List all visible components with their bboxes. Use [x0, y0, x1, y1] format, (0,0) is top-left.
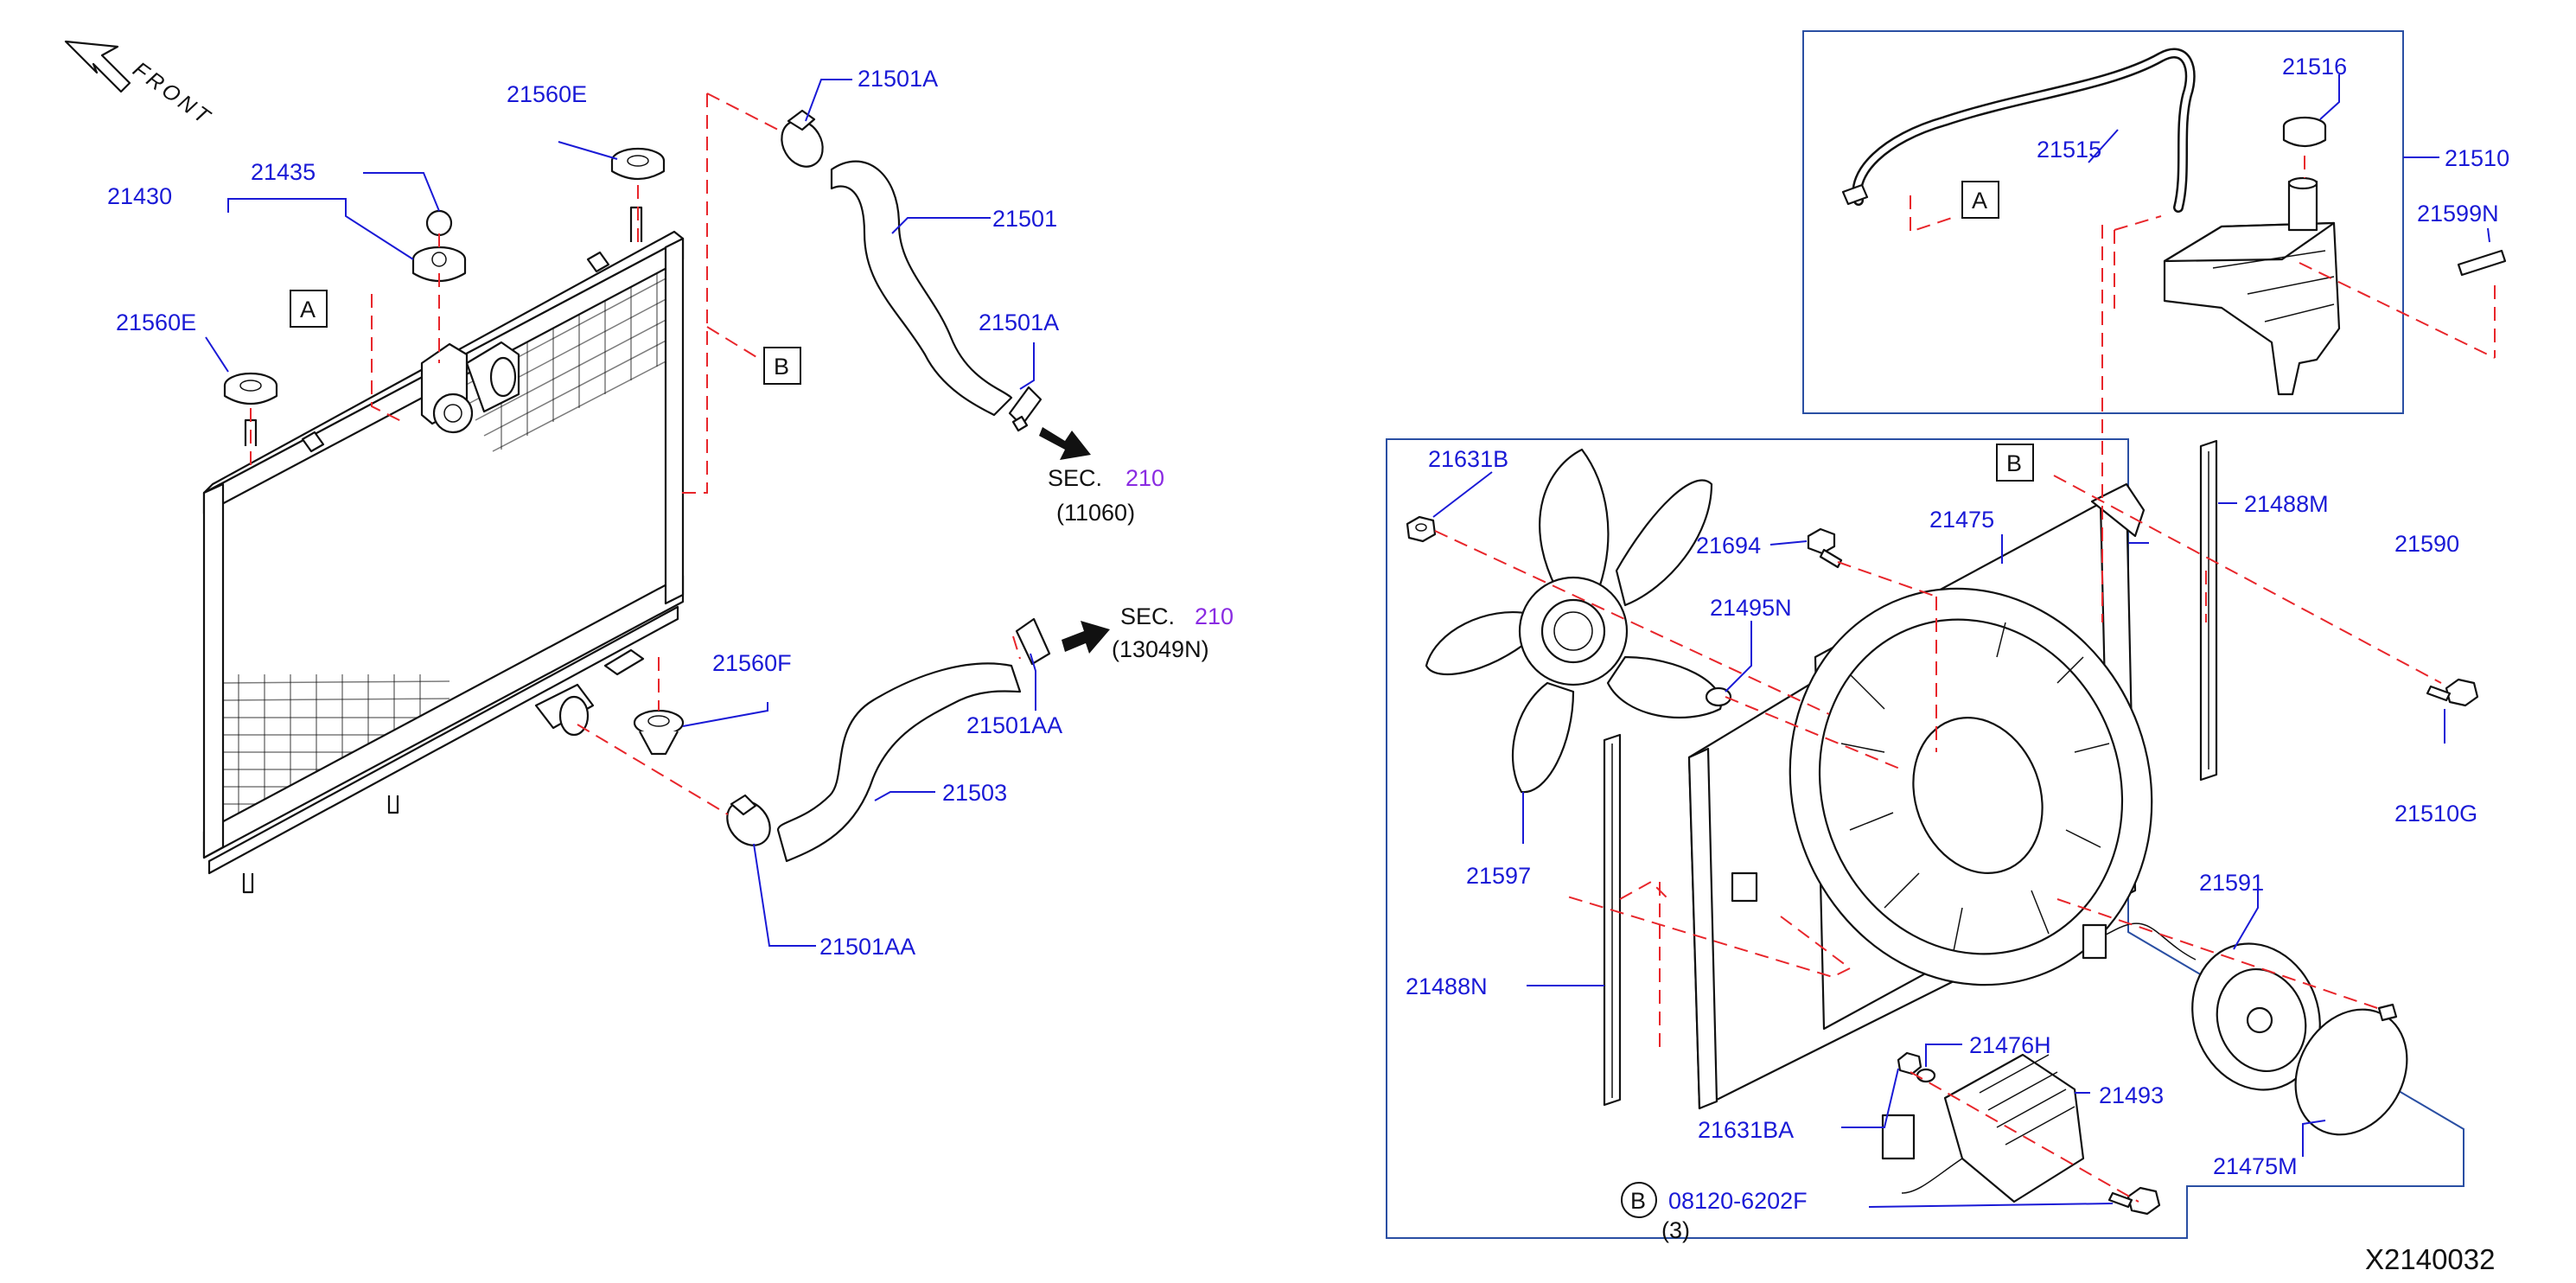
grommet-21560f: [633, 709, 685, 756]
bolt-marker-circle: [1621, 1182, 1657, 1218]
callout-21590: 21590: [2394, 531, 2459, 557]
callout-21501a-mid: 21501A: [979, 310, 1059, 335]
lower-hose: [776, 662, 1022, 863]
radiator: [202, 206, 685, 894]
sec-ref-lower-number[interactable]: 210: [1195, 603, 1234, 629]
callout-21516: 21516: [2282, 54, 2347, 80]
callout-21475: 21475: [1929, 507, 1994, 533]
bolt-quantity: (3): [1661, 1217, 1690, 1243]
callout-21475m: 21475M: [2213, 1153, 2298, 1179]
bolt-marker-letter: B: [1630, 1188, 1646, 1214]
callout-21501aa-bottom: 21501AA: [819, 934, 915, 960]
callout-21435: 21435: [251, 159, 316, 185]
callout-21597: 21597: [1466, 863, 1531, 889]
fan-motor-cover: [2294, 1003, 2408, 1136]
callout-21503: 21503: [942, 780, 1007, 806]
clamp-21501aa-top: [1015, 617, 1051, 666]
marker-b-left-box: [763, 347, 801, 385]
callout-21631b: 21631B: [1428, 446, 1508, 472]
grommet-21560e-top: [610, 147, 666, 180]
callout-21510g: 21510G: [2394, 801, 2477, 827]
callout-21560e-top: 21560E: [507, 81, 587, 107]
callout-21476h: 21476H: [1969, 1032, 2051, 1058]
nut-21631b: [1406, 515, 1437, 543]
overflow-hose: [1852, 48, 2196, 213]
marker-a-tank: A: [1972, 188, 1987, 214]
callout-21560f: 21560F: [712, 650, 792, 676]
front-arrow-icon: [64, 40, 131, 93]
callout-21631ba: 21631BA: [1698, 1117, 1794, 1143]
leaders-fan: [1432, 471, 2445, 1208]
phantom-lines-reservoir: [1910, 156, 2496, 359]
reservoir-group-frame: [1802, 30, 2404, 414]
seal-21488n: [1603, 733, 1622, 1107]
marker-a-left-box: [290, 290, 328, 328]
reservoir-tank: [2163, 176, 2341, 396]
upper-hose: [830, 160, 1013, 417]
grommet-21560e-left: [223, 372, 278, 405]
callout-21488m: 21488M: [2244, 491, 2329, 517]
sec-ref-lower-prefix: SEC.: [1120, 603, 1175, 629]
fan-shroud: [1687, 482, 2153, 1110]
callout-21495n: 21495N: [1710, 595, 1792, 621]
callout-21493: 21493: [2099, 1082, 2164, 1108]
bolt-21510g: [2426, 678, 2479, 707]
caution-label: [2457, 249, 2507, 277]
callout-21694: 21694: [1696, 533, 1761, 559]
clip-21476h: [1916, 1068, 1936, 1083]
callout-21488n: 21488N: [1406, 973, 1488, 999]
sec-ref-upper-sub: (11060): [1056, 500, 1135, 526]
diagram-code: X2140032: [2365, 1243, 2495, 1275]
sec-ref-upper-prefix: SEC.: [1048, 465, 1102, 491]
callout-08120-6202f: 08120-6202F: [1668, 1188, 1808, 1214]
sec-arrow-upper-icon: [1039, 427, 1091, 460]
fan-resistor: [1881, 1053, 2085, 1203]
fan-motor: [2082, 922, 2321, 1091]
seal-21488m: [2199, 439, 2218, 782]
reservoir-cap: [2282, 116, 2327, 148]
clamp-21501aa-bottom: [726, 794, 771, 846]
marker-a-tank-box: [1961, 181, 1999, 219]
callout-21515: 21515: [2037, 137, 2101, 163]
sec-ref-lower-sub: (13049N): [1112, 636, 1209, 662]
callout-21430: 21430: [107, 183, 172, 209]
callout-21501: 21501: [992, 206, 1057, 232]
washer-21495n: [1705, 686, 1732, 707]
cooling-fan-blade: [1425, 448, 1723, 794]
sec-ref-upper-number[interactable]: 210: [1125, 465, 1164, 491]
marker-b-left: B: [774, 354, 789, 380]
bolt-21694: [1807, 527, 1843, 569]
callout-21510: 21510: [2445, 145, 2509, 171]
radiator-cap: [411, 246, 467, 282]
clamp-21501a-mid: [1008, 386, 1043, 432]
bolt-08120: [2107, 1186, 2161, 1216]
front-label: FRONT: [128, 57, 216, 131]
marker-b-fan-box: [1996, 444, 2034, 482]
callout-21560e-left: 21560E: [116, 310, 196, 335]
nut-21631ba: [1897, 1051, 1922, 1076]
callout-21599n: 21599N: [2417, 201, 2499, 227]
phantom-lines-left: [250, 93, 1021, 815]
callout-21501aa-right: 21501AA: [966, 712, 1062, 738]
marker-a-left: A: [300, 297, 316, 322]
callout-21591: 21591: [2199, 870, 2264, 896]
radiator-cap-ball: [425, 209, 453, 237]
callout-21501a-top: 21501A: [858, 66, 938, 92]
leaders-left: [205, 79, 1036, 947]
phantom-lines-fan: [1434, 225, 2442, 1203]
leaders-reservoir: [2088, 74, 2490, 243]
clamp-21501a-top: [781, 109, 824, 168]
sec-arrow-lower-icon: [1062, 621, 1110, 654]
marker-b-fan: B: [2006, 450, 2022, 476]
